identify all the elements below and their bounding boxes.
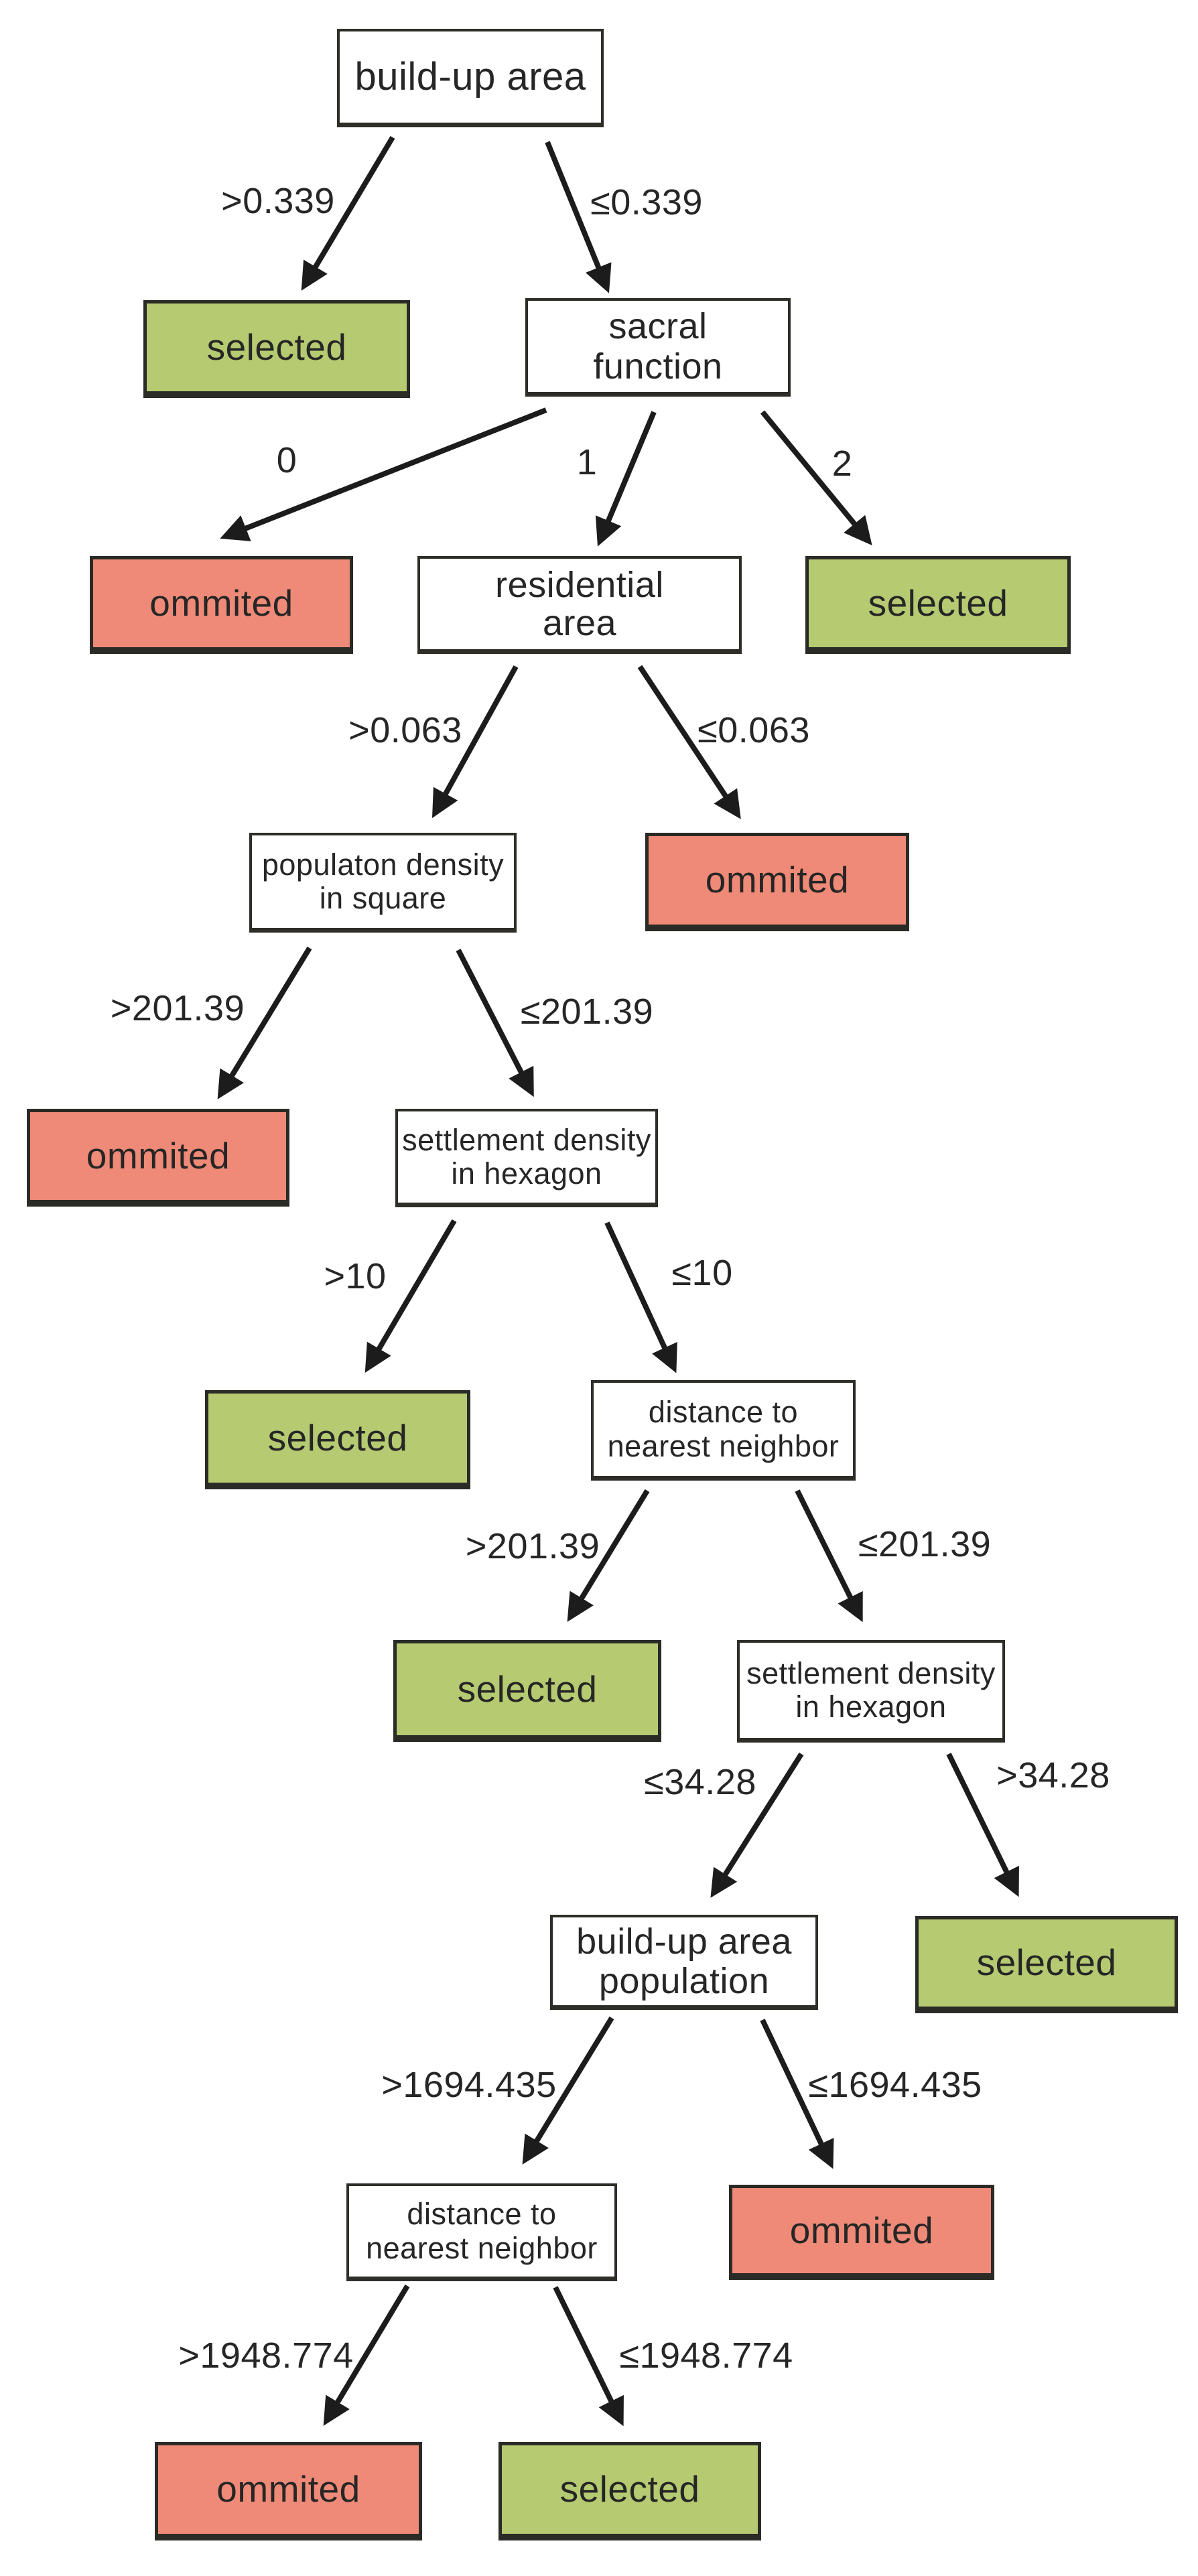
leaf-selected-4: selected (393, 1640, 661, 1742)
edge-label-le-34.28: ≤34.28 (644, 1762, 756, 1802)
node-sacral-function: sacral function (525, 298, 791, 397)
node-label: settlement density (402, 1122, 651, 1157)
leaf-ommited-2: ommited (645, 833, 909, 931)
leaf-label: selected (976, 1942, 1117, 1984)
leaf-ommited-4: ommited (729, 2185, 994, 2280)
node-build-up-area: build-up area (337, 29, 604, 127)
leaf-ommited-5: ommited (155, 2442, 422, 2540)
edge-label-0: 0 (276, 440, 297, 480)
arrow-e6 (637, 665, 741, 819)
edge-label-gt-1694.435: >1694.435 (381, 2065, 557, 2105)
leaf-selected-2: selected (805, 556, 1071, 654)
leaf-label: selected (267, 1416, 408, 1459)
leaf-label: ommited (149, 582, 293, 624)
leaf-label: selected (868, 582, 1008, 624)
node-label: distance to (648, 1395, 799, 1430)
node-label: populaton density (261, 847, 505, 882)
edge-label-gt-201.39-a: >201.39 (110, 988, 245, 1028)
leaf-ommited-3: ommited (27, 1109, 289, 1207)
arrow-e14 (946, 1753, 1019, 1897)
edge-label-gt-0.339: >0.339 (221, 181, 335, 221)
node-settlement-density-in-hexagon-2: settlement density in hexagon (737, 1640, 1005, 1743)
node-label: residential (495, 564, 664, 605)
edge-label-gt-0.063: >0.063 (348, 710, 462, 750)
node-settlement-density-in-hexagon-1: settlement density in hexagon (395, 1109, 658, 1207)
node-label: function (593, 346, 723, 387)
node-label: area (542, 602, 617, 643)
edge-label-le-0.063: ≤0.063 (697, 710, 810, 750)
arrow-e7 (217, 946, 312, 1099)
edge-label-1: 1 (576, 442, 598, 482)
edge-label-gt-201.39-b: >201.39 (465, 1526, 600, 1566)
node-label: settlement density (746, 1655, 996, 1690)
arrow-e8 (456, 949, 534, 1097)
edge-label-le-0.339: ≤0.339 (590, 182, 703, 222)
edge-label-le-10: ≤10 (671, 1253, 733, 1293)
leaf-label: ommited (705, 859, 850, 901)
leaf-label: selected (559, 2468, 700, 2510)
arrow-e18 (553, 2286, 624, 2427)
edge-label-gt-1948.774: >1948.774 (178, 2335, 354, 2376)
arrow-e10 (604, 1221, 677, 1373)
edge-label-gt-34.28: >34.28 (996, 1755, 1110, 1795)
leaf-selected-6: selected (498, 2442, 761, 2540)
arrow-e16 (760, 2019, 834, 2169)
node-distance-to-nearest-neighbor-1: distance to nearest neighbor (591, 1380, 856, 1481)
arrow-e5 (431, 665, 519, 819)
node-label: population (598, 1960, 770, 2001)
node-label: in square (319, 881, 447, 915)
arrow-e0 (301, 135, 395, 291)
node-label: build-up area (354, 54, 586, 98)
edge-label-2: 2 (831, 444, 853, 484)
leaf-label: selected (206, 326, 347, 368)
node-label: in hexagon (795, 1690, 947, 1724)
node-label: in hexagon (451, 1156, 602, 1191)
leaf-label: selected (457, 1668, 598, 1710)
leaf-ommited-1: ommited (90, 556, 353, 654)
edge-label-le-201.39-b: ≤201.39 (858, 1524, 992, 1564)
arrow-e4 (760, 410, 872, 546)
leaf-label: ommited (789, 2209, 934, 2251)
arrow-e3 (595, 411, 657, 547)
edge-label-gt-10: >10 (324, 1256, 387, 1296)
node-label: build-up area (576, 1921, 792, 1962)
arrow-e17 (323, 2284, 410, 2426)
arrow-e11 (567, 1489, 650, 1622)
node-build-up-area-population: build-up area population (550, 1915, 818, 2010)
node-label: nearest neighbor (366, 2230, 598, 2265)
leaf-label: ommited (86, 1134, 230, 1176)
edge-label-le-201.39-a: ≤201.39 (520, 992, 654, 1032)
node-residential-area: residential area (417, 556, 742, 654)
arrow-e1 (545, 141, 612, 293)
node-distance-to-nearest-neighbor-2: distance to nearest neighbor (346, 2183, 617, 2281)
leaf-label: ommited (216, 2468, 360, 2510)
node-label: distance to (407, 2197, 557, 2232)
leaf-selected-5: selected (915, 1916, 1178, 2013)
arrow-e13 (710, 1752, 804, 1898)
edge-label-le-1948.774: ≤1948.774 (619, 2335, 793, 2376)
edge-label-le-1694.435: ≤1694.435 (808, 2065, 982, 2105)
arrow-e9 (364, 1219, 457, 1373)
node-label: sacral (608, 306, 708, 346)
arrow-e12 (795, 1489, 863, 1623)
node-population-density-in-square: populaton density in square (249, 833, 517, 933)
node-label: nearest neighbor (607, 1428, 840, 1463)
arrow-e2 (220, 407, 547, 541)
leaf-selected-1: selected (143, 300, 410, 398)
arrow-e15 (522, 2016, 614, 2165)
leaf-selected-3: selected (205, 1390, 470, 1489)
